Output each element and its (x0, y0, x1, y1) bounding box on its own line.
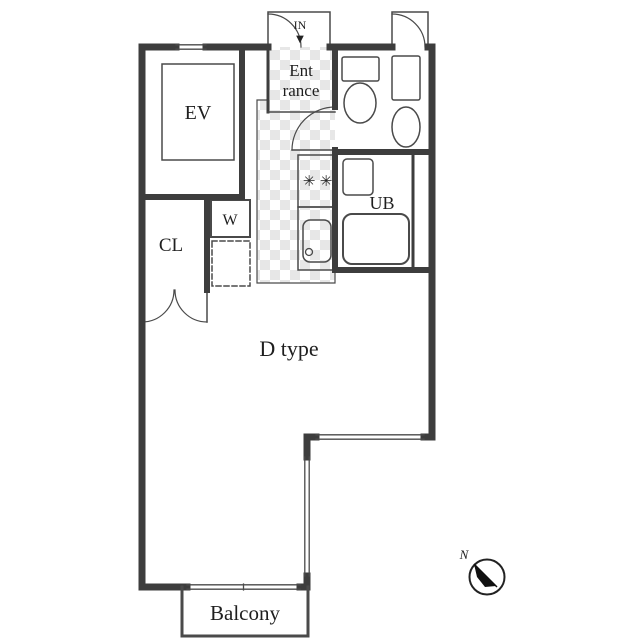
unit-type-label: D type (259, 336, 318, 361)
bath-sink (342, 158, 374, 196)
bathtub-icon (342, 213, 410, 265)
tile-floor-edge (256, 99, 336, 284)
entrance-label-line2: rance (283, 81, 320, 100)
service-door-swing-arc (391, 13, 426, 48)
balcony-label: Balcony (210, 601, 280, 625)
entrance-alcove (267, 11, 331, 48)
fixtures: ✳ ✳ (161, 55, 421, 287)
entrance-door-swing-arc (267, 13, 302, 48)
balcony: Balcony (180, 585, 310, 638)
toilet-cabinet (391, 55, 421, 101)
washer-label: W (222, 212, 238, 229)
window-step-wall (315, 434, 425, 440)
elevator-car (161, 63, 235, 161)
closet-label: CL (159, 235, 183, 256)
window-right-wall (304, 456, 310, 577)
closet-door-leaf (141, 289, 208, 323)
elevator-label: EV (185, 102, 212, 124)
kitchen-tile-floor (257, 47, 335, 283)
closet-door-swing-arc (141, 289, 208, 323)
entrance-in-arrow-icon: ▼ (296, 34, 304, 45)
window-top (175, 44, 207, 50)
stove-burner-icon: ✳ (303, 172, 316, 190)
entrance-label-line1: Ent (289, 61, 313, 80)
stove-burner-icon: ✳ (320, 172, 333, 190)
compass: N (459, 547, 506, 596)
toilet-door-swing-arc (291, 106, 336, 151)
toilet-tank-icon (341, 56, 380, 82)
sink-drain-icon (304, 247, 314, 257)
compass-needle-icon (474, 564, 496, 587)
compass-north-label: N (459, 547, 470, 562)
inner-wall (139, 44, 435, 293)
windows (175, 44, 425, 591)
walls (138, 43, 436, 591)
service-door-alcove (391, 11, 429, 48)
washbasin-icon (391, 106, 421, 148)
entrance-in-label: IN (294, 18, 307, 32)
balcony-sliding-door (186, 583, 301, 591)
toilet-bowl-icon (343, 82, 377, 124)
unit-bath-label: UB (369, 193, 394, 213)
balcony-rail (180, 585, 310, 638)
room-labels: EV IN ▼ Ent rance UB CL W D type (159, 18, 395, 361)
sink-bowl-icon (302, 219, 332, 263)
washer-pan-dashed (211, 240, 251, 287)
